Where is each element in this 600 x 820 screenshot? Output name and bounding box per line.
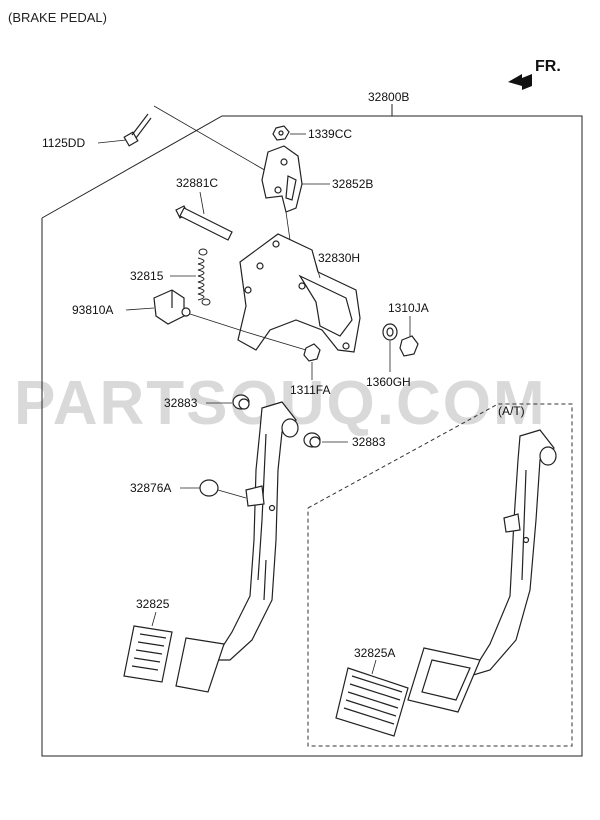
diagram-title: (BRAKE PEDAL) bbox=[8, 10, 107, 25]
leader-32830H bbox=[315, 263, 321, 279]
label-1339CC: 1339CC bbox=[308, 127, 353, 141]
bushing-32883-upper bbox=[232, 394, 250, 410]
label-1311FA: 1311FA bbox=[290, 383, 331, 397]
label-32825A: 32825A bbox=[354, 646, 396, 660]
at-pedal-pad bbox=[407, 647, 481, 713]
label-32830H: 32830H bbox=[318, 251, 361, 265]
bracket-32852B bbox=[261, 145, 303, 213]
clutch-pedal-pad bbox=[175, 637, 225, 693]
label-at-option: (A/T) bbox=[498, 404, 525, 418]
label-32881C: 32881C bbox=[176, 176, 219, 190]
nut-1310JA bbox=[399, 335, 419, 357]
bolt-1125DD bbox=[123, 113, 152, 147]
bushing-1360GH bbox=[382, 323, 398, 341]
nut-1339CC bbox=[272, 125, 290, 141]
leader-1125DD-to-bracket bbox=[153, 105, 269, 173]
label-93810A: 93810A bbox=[72, 303, 114, 317]
leader-93810A bbox=[125, 307, 155, 311]
label-1360GH: 1360GH bbox=[366, 375, 411, 389]
label-32815: 32815 bbox=[130, 269, 164, 283]
leader-32825A bbox=[371, 659, 377, 675]
front-direction-label: FR. bbox=[535, 58, 561, 75]
stop-switch-93810A bbox=[153, 289, 191, 325]
label-32852B: 32852B bbox=[332, 177, 374, 191]
label-1310JA: 1310JA bbox=[388, 301, 429, 315]
bushing-32883-lower bbox=[303, 432, 321, 448]
arrow-forward-icon bbox=[508, 74, 532, 90]
pedal-pad-32825 bbox=[123, 625, 173, 683]
label-1125DD: 1125DD bbox=[42, 136, 86, 150]
leader-32881C bbox=[199, 191, 205, 215]
label-32800B: 32800B bbox=[368, 90, 410, 104]
label-32883-lower: 32883 bbox=[352, 435, 386, 449]
main-bracket-32830H bbox=[237, 233, 361, 353]
pin-32881C bbox=[175, 205, 233, 241]
nut-1311FA bbox=[303, 343, 321, 362]
stopper-32876A bbox=[199, 479, 219, 497]
spring-32815 bbox=[197, 248, 211, 306]
at-pedal-arm bbox=[468, 429, 557, 678]
assembly-frame bbox=[41, 115, 583, 757]
label-32883-upper: 32883 bbox=[164, 396, 198, 410]
leader-1125DD bbox=[97, 139, 127, 144]
label-32825: 32825 bbox=[136, 597, 170, 611]
leader-32825 bbox=[151, 611, 157, 627]
label-32876A: 32876A bbox=[130, 481, 172, 495]
brake-pedal-arm bbox=[212, 401, 299, 661]
pedal-pad-32825A bbox=[335, 667, 409, 737]
